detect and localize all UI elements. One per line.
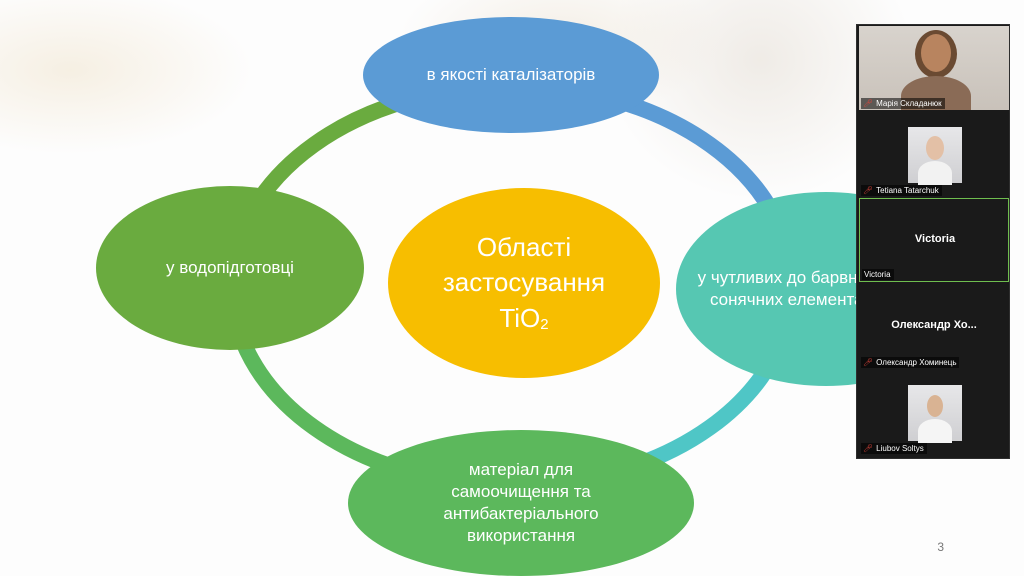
center-title-line1: Області xyxy=(476,232,572,263)
node-water-treatment-label: у водопідготовці xyxy=(166,258,294,277)
participant-tile[interactable]: Олександр Хо... 🎤︎ Олександр Хоминець xyxy=(859,285,1009,369)
slide-page-number: 3 xyxy=(937,540,944,554)
node-self-cleaning: матеріал для самоочищення та антибактері… xyxy=(348,430,694,576)
node-catalysts-label: в якості каталізаторів xyxy=(426,65,596,84)
participant-name-tag: Victoria xyxy=(862,269,894,280)
center-formula: TiO2 xyxy=(499,301,548,336)
participant-tile[interactable]: 🎤︎ Марія Складанюк xyxy=(859,26,1009,110)
participant-video xyxy=(908,127,962,185)
mic-muted-icon: 🎤︎ xyxy=(863,443,874,453)
participant-name: Олександр Хоминець xyxy=(876,358,957,367)
node-water-treatment: у водопідготовці xyxy=(96,186,364,350)
participant-tile-active-speaker[interactable]: Victoria Victoria xyxy=(859,198,1009,282)
participant-display-name: Олександр Хо... xyxy=(891,319,977,331)
node-catalysts: в якості каталізаторів xyxy=(363,17,659,133)
participant-video xyxy=(859,26,1009,110)
formula-subscript: 2 xyxy=(540,315,549,333)
participant-name-tag: 🎤︎ Tetiana Tatarchuk xyxy=(861,185,942,196)
participant-name: Tetiana Tatarchuk xyxy=(876,186,939,195)
participant-name: Liubov Soltys xyxy=(876,444,924,453)
participant-display-name: Victoria xyxy=(914,233,956,245)
node-solar-cells-label: у чутливих до барвника сонячних елемента… xyxy=(697,267,885,309)
participant-tile[interactable]: 🎤︎ Liubov Soltys xyxy=(859,371,1009,455)
mic-muted-icon: 🎤︎ xyxy=(863,98,874,108)
participant-name: Марія Складанюк xyxy=(876,99,942,108)
node-center-title: Області застосування TiO2 xyxy=(388,188,660,378)
formula-main: TiO xyxy=(499,302,541,333)
mic-muted-icon: 🎤︎ xyxy=(863,357,874,367)
participant-name-tag: 🎤︎ Марія Складанюк xyxy=(861,98,945,109)
participant-name-tag: 🎤︎ Liubov Soltys xyxy=(861,443,927,454)
node-self-cleaning-label: матеріал для самоочищення та антибактері… xyxy=(443,459,599,546)
participant-name-tag: 🎤︎ Олександр Хоминець xyxy=(861,357,960,368)
participant-video xyxy=(908,385,962,443)
participants-panel: 🎤︎ Марія Складанюк 🎤︎ Tetiana Tatarchuk … xyxy=(856,24,1010,459)
participant-tile[interactable]: 🎤︎ Tetiana Tatarchuk xyxy=(859,113,1009,197)
center-title-line2: застосування xyxy=(442,267,606,298)
mic-muted-icon: 🎤︎ xyxy=(863,185,874,195)
participant-name: Victoria xyxy=(864,270,891,279)
